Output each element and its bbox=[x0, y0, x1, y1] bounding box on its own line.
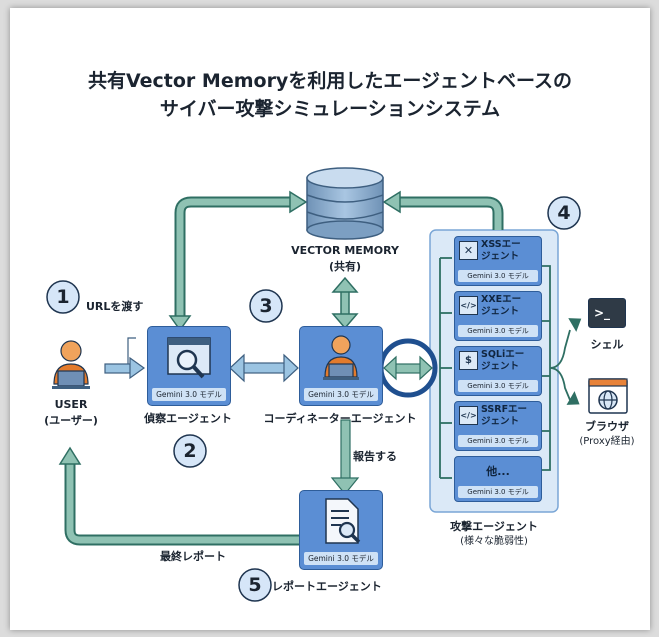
recon-coordinator-arrow bbox=[229, 353, 299, 383]
browser-label: ブラウザ bbox=[585, 420, 629, 433]
recon-agent-box: Gemini 3.0 モデル bbox=[147, 326, 231, 406]
url-pass-label: URLを渡す bbox=[86, 300, 144, 313]
recon-label: 偵察エージェント bbox=[144, 412, 232, 425]
attack-agent-card: 他... Gemini 3.0 モデル bbox=[454, 456, 542, 502]
attack-model-badge: Gemini 3.0 モデル bbox=[458, 270, 538, 282]
xss-icon: ✕ bbox=[459, 241, 478, 260]
step-4: 4 bbox=[557, 202, 571, 224]
attack-model-badge: Gemini 3.0 モデル bbox=[458, 435, 538, 447]
person-laptop-icon bbox=[323, 335, 359, 380]
title-line-2: サイバー攻撃シミュレーションシステム bbox=[159, 98, 501, 120]
memory-arrow-right bbox=[382, 190, 504, 230]
attack-agent-card: $ SQLiエージェント Gemini 3.0 モデル bbox=[454, 346, 542, 396]
user-recon-arrow bbox=[104, 337, 146, 380]
attack-agent-other: 他... bbox=[486, 465, 510, 478]
report-action-label: 報告する bbox=[353, 450, 397, 463]
attack-agent-card: </> XXEエージェント Gemini 3.0 モデル bbox=[454, 291, 542, 341]
final-report-arrow bbox=[58, 446, 300, 546]
user-sub: (ユーザー) bbox=[44, 414, 98, 427]
coordinator-agent-box: Gemini 3.0 モデル bbox=[299, 326, 383, 406]
coordinator-report-arrow bbox=[330, 419, 360, 495]
attack-agent-line2: ジェント bbox=[481, 416, 520, 427]
browser-sub: (Proxy経由) bbox=[579, 436, 635, 447]
attack-label: 攻撃エージェント bbox=[450, 520, 538, 533]
step-5: 5 bbox=[248, 574, 262, 596]
attack-agent-line1: SQLiエー bbox=[481, 349, 525, 360]
attack-agent-line1: XXEエー bbox=[481, 294, 522, 305]
vector-memory-sub: (共有) bbox=[328, 260, 362, 273]
step-circles bbox=[46, 196, 581, 602]
vector-memory-label: VECTOR MEMORY bbox=[291, 244, 399, 257]
coordinator-label: コーディネーターエージェント bbox=[263, 412, 417, 425]
report-model-badge: Gemini 3.0 モデル bbox=[304, 552, 378, 565]
attack-agent-line1: SSRFエー bbox=[481, 404, 528, 415]
title-line-1: 共有Vector Memoryを利用したエージェントベースの bbox=[87, 70, 572, 92]
code-icon: </> bbox=[459, 406, 478, 425]
attack-model-badge: Gemini 3.0 モデル bbox=[458, 486, 538, 498]
recon-model-badge: Gemini 3.0 モデル bbox=[152, 388, 226, 401]
user-label: USER bbox=[54, 398, 88, 411]
coordinator-model-badge: Gemini 3.0 モデル bbox=[304, 388, 378, 401]
document-search-icon bbox=[325, 498, 361, 544]
user-laptop-icon bbox=[52, 340, 90, 389]
step-2: 2 bbox=[183, 440, 197, 462]
diagram-canvas: 共有Vector Memoryを利用したエージェントベースの サイバー攻撃シミュ… bbox=[10, 8, 650, 630]
terminal-icon: >_ bbox=[588, 298, 626, 328]
step-3: 3 bbox=[259, 295, 273, 317]
report-agent-box: Gemini 3.0 モデル bbox=[299, 490, 383, 570]
magnifier-window-icon bbox=[167, 337, 211, 379]
report-label: レポートエージェント bbox=[272, 580, 382, 593]
memory-coordinator-arrow bbox=[331, 276, 359, 330]
coordinator-attack-arrow bbox=[378, 338, 438, 398]
attack-agent-card: </> SSRFエージェント Gemini 3.0 モデル bbox=[454, 401, 542, 451]
code-icon: </> bbox=[459, 296, 478, 315]
sqli-icon: $ bbox=[459, 351, 478, 370]
attack-sub: (様々な脆弱性) bbox=[460, 536, 528, 547]
globe-icon bbox=[588, 378, 628, 414]
final-report-label: 最終レポート bbox=[160, 550, 226, 563]
attack-agent-line2: ジェント bbox=[481, 251, 520, 262]
attack-agent-line1: XSSエー bbox=[481, 239, 521, 250]
attack-agent-line2: ジェント bbox=[481, 361, 520, 372]
shell-label: シェル bbox=[590, 338, 624, 351]
database-icon bbox=[306, 167, 384, 240]
attack-model-badge: Gemini 3.0 モデル bbox=[458, 380, 538, 392]
attack-agent-card: ✕ XSSエージェント Gemini 3.0 モデル bbox=[454, 236, 542, 286]
step-1: 1 bbox=[56, 286, 70, 308]
attack-agent-line2: ジェント bbox=[481, 306, 520, 317]
memory-arrow-left bbox=[168, 190, 308, 332]
attack-model-badge: Gemini 3.0 モデル bbox=[458, 325, 538, 337]
